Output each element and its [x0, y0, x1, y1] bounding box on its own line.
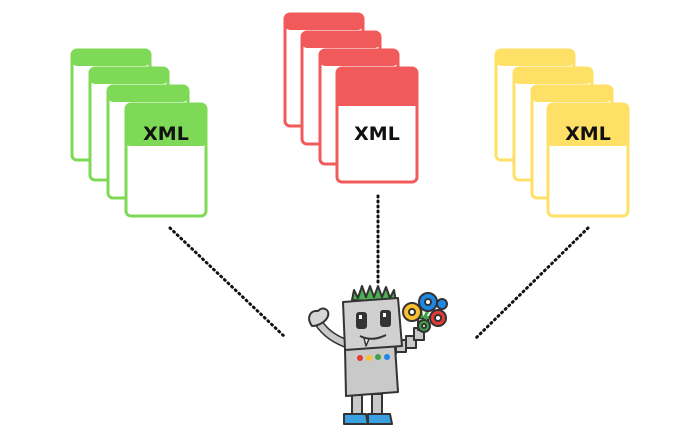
connector-left — [168, 226, 288, 340]
xml-label: XML — [565, 123, 611, 145]
flower-yellow — [402, 302, 422, 322]
dotted-connectors — [168, 194, 590, 342]
robot-body — [344, 345, 399, 397]
flower-green — [417, 319, 431, 333]
robot-buttons — [357, 354, 390, 361]
robot-head — [342, 297, 403, 351]
flower-blue — [418, 292, 438, 312]
robot-mascot — [308, 285, 448, 425]
xml-label: XML — [354, 123, 400, 145]
xml-stack-yellow: XML — [494, 48, 630, 218]
robot-eyes — [356, 310, 391, 329]
xml-file-front: XML — [335, 66, 419, 184]
xml-file-front: XML — [546, 102, 630, 218]
flower-red — [429, 309, 447, 327]
flower-bouquet — [402, 292, 448, 333]
flower-blue-small — [436, 298, 448, 310]
xml-label: XML — [143, 123, 189, 145]
xml-stack-red: XML — [283, 12, 419, 184]
xml-file-front: XML — [124, 102, 208, 218]
robot-feet — [343, 413, 393, 425]
connector-right — [472, 226, 590, 342]
robot-legs — [351, 393, 383, 415]
xml-stack-green: XML — [70, 48, 208, 218]
robot-mouth — [359, 334, 387, 340]
